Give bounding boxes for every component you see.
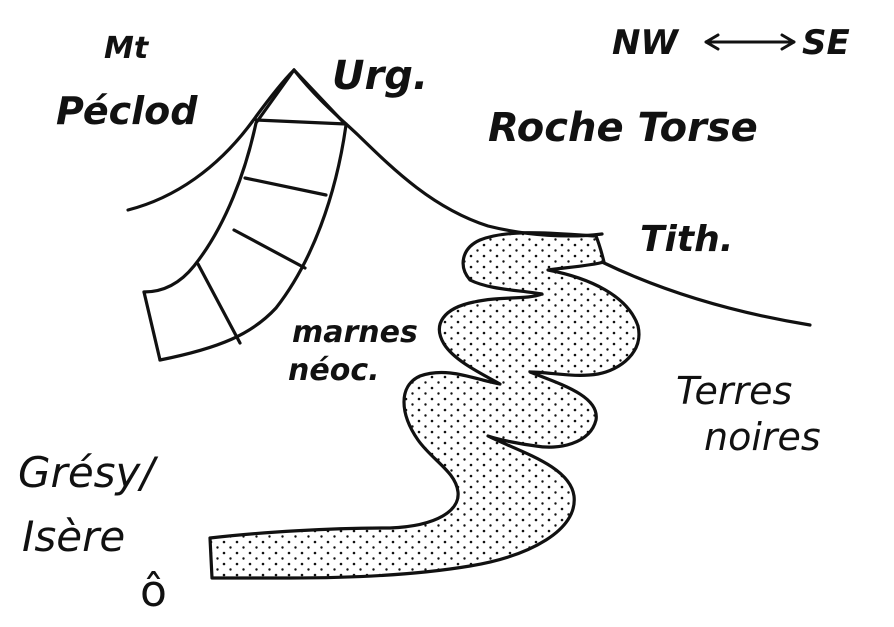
bedding-line xyxy=(256,120,346,124)
black-lands-label-line2: noires xyxy=(704,418,821,456)
urgonian-bed-base xyxy=(144,292,160,360)
compass-se-label: SE xyxy=(802,26,850,60)
bedding-line xyxy=(234,230,305,268)
double-arrow-icon xyxy=(702,30,798,54)
urgonian-label: Urg. xyxy=(332,56,428,96)
marls-label-line2: néoc. xyxy=(288,356,380,386)
town-label-line1: Grésy/ xyxy=(18,452,155,494)
black-lands-label-line1: Terres xyxy=(676,372,792,410)
tithonian-label: Tith. xyxy=(640,222,733,258)
bedding-line xyxy=(198,264,240,343)
compass-nw-label: NW xyxy=(612,26,678,60)
town-label-line2: Isère xyxy=(22,516,125,558)
place-name: Roche Torse xyxy=(488,108,758,148)
bedding-line xyxy=(245,178,326,195)
town-symbol: ô xyxy=(140,570,167,614)
folded-dotted-layer xyxy=(210,233,639,578)
peak-name-line1: Mt xyxy=(104,34,148,64)
marls-label-line1: marnes xyxy=(292,318,418,348)
peak-name-line2: Péclod xyxy=(56,92,197,130)
